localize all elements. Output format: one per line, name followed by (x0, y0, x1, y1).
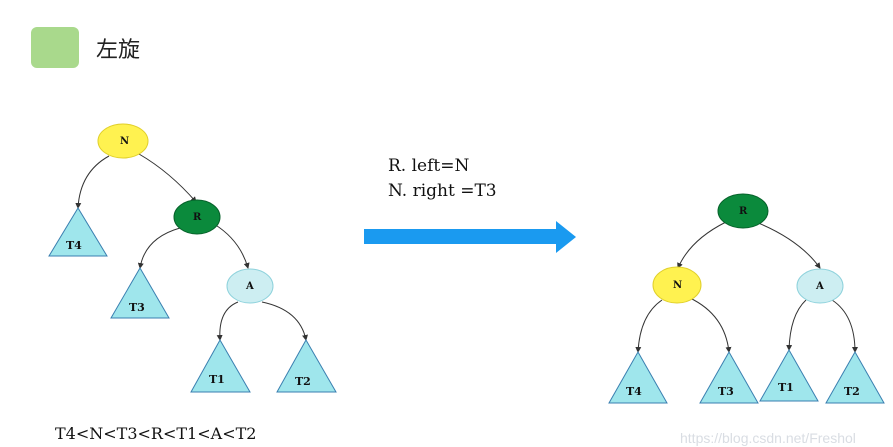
before-node-N-label: N (120, 136, 129, 147)
before-edge-R-T3 (137, 227, 181, 269)
watermark: https://blog.csdn.net/Freshol (680, 430, 856, 446)
after-node-R (717, 193, 769, 229)
after-subtree-T2-label: T2 (844, 385, 860, 398)
after-subtree-T4 (608, 350, 668, 404)
after-node-R-label: R (739, 206, 748, 217)
before-subtree-T4 (48, 207, 108, 257)
before-node-R (173, 199, 221, 235)
before-edge-A-T1 (216, 301, 239, 341)
ordering-text: T4<N<T3<R<T1<A<T2 (55, 424, 257, 443)
after-node-N (652, 266, 702, 304)
before-subtree-T2-label: T2 (295, 375, 311, 388)
after-subtree-T3 (699, 350, 759, 404)
before-edge-R-A (213, 223, 250, 269)
before-subtree-T4-label: T4 (66, 239, 82, 252)
operation-line-2: N. right =T3 (388, 181, 497, 201)
before-node-N (97, 123, 149, 159)
before-edge-N-R (138, 153, 197, 203)
after-subtree-T1 (759, 348, 819, 402)
after-edge-R-N (677, 221, 727, 269)
after-edge-A-T1 (786, 299, 807, 351)
after-node-N-label: N (673, 280, 682, 291)
after-edge-A-T2 (831, 299, 858, 353)
before-node-A-label: A (245, 281, 254, 292)
after-subtree-T2 (825, 350, 885, 404)
after-edge-N-T3 (689, 297, 732, 353)
before-subtree-T2 (276, 338, 337, 393)
before-subtree-T1-label: T1 (209, 373, 225, 386)
before-edge-A-T2 (261, 301, 308, 341)
after-subtree-T4-label: T4 (626, 385, 642, 398)
after-edge-R-A (755, 221, 821, 269)
before-node-R-label: R (193, 212, 202, 223)
after-node-A-label: A (815, 281, 824, 292)
before-subtree-T1 (190, 338, 251, 393)
before-edge-N-T4 (75, 155, 110, 209)
after-edge-N-T4 (635, 299, 663, 353)
operation-line-1: R. left=N (388, 156, 470, 176)
title-badge (31, 27, 79, 68)
before-tree: N R A T4 T3 T1 T2 (48, 123, 337, 393)
before-subtree-T3 (110, 267, 170, 319)
after-subtree-T1-label: T1 (778, 381, 794, 394)
after-tree: R N A T4 T3 T1 T2 (608, 193, 885, 404)
before-node-A (226, 268, 274, 304)
page-title: 左旋 (96, 38, 141, 63)
after-subtree-T3-label: T3 (718, 385, 734, 398)
after-node-A (796, 268, 844, 304)
before-subtree-T3-label: T3 (129, 301, 145, 314)
rotation-arrow (364, 221, 576, 253)
